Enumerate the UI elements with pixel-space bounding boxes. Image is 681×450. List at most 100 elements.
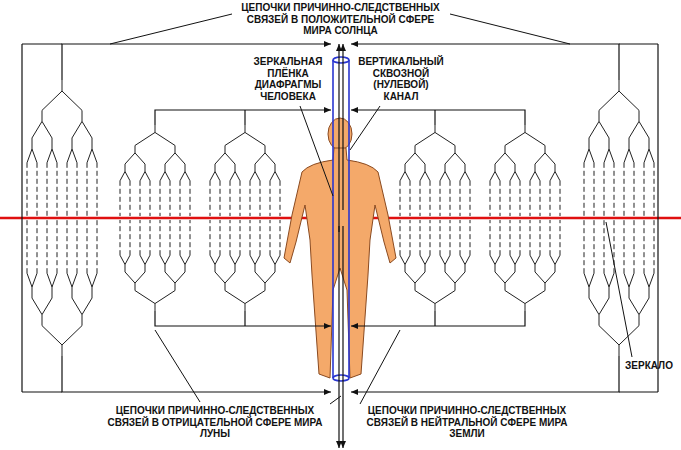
chain-stroke (589, 287, 590, 298)
chain-stroke (589, 298, 599, 315)
chain-stroke (644, 220, 645, 273)
chain-stroke (280, 181, 281, 216)
chain-stroke (535, 255, 540, 264)
chain-stroke (210, 181, 211, 216)
chain-stroke (490, 172, 495, 181)
chain-stroke (140, 220, 141, 255)
chain-stroke (32, 138, 33, 149)
chain-stroke (42, 326, 62, 345)
chain-stroke (175, 153, 185, 164)
chain-stroke (589, 273, 594, 287)
chain-stroke (495, 255, 500, 264)
chain-stroke (155, 291, 175, 304)
chain-stroke (140, 255, 145, 264)
chain-stroke (275, 164, 276, 171)
chain-stroke (220, 220, 221, 255)
mirror-label: ЗЕРКАЛО (621, 360, 677, 372)
chain-stroke (250, 181, 251, 216)
chain-stroke (92, 287, 93, 298)
chain-stroke (609, 149, 614, 163)
chain-stroke (525, 304, 526, 311)
chain-stroke (405, 172, 410, 181)
chain-stroke (135, 291, 155, 304)
chain-stroke (624, 163, 625, 216)
chain-stroke (420, 181, 421, 216)
chain-stroke (550, 255, 555, 264)
chain-stroke (180, 255, 185, 264)
chain-stroke (510, 172, 515, 181)
chain-stroke (530, 255, 535, 264)
chain-stroke (584, 220, 585, 273)
chain-stroke (145, 172, 150, 181)
chain-stroke (495, 272, 505, 283)
chain-stroke (245, 291, 265, 304)
chain-stroke (32, 298, 42, 315)
chain-stroke (599, 121, 609, 138)
chain-stroke (505, 291, 525, 304)
chain-stroke (440, 255, 445, 264)
chain-stroke (82, 110, 83, 121)
chain-stroke (505, 272, 515, 283)
chain-stroke (150, 181, 151, 216)
chain-stroke (400, 220, 401, 255)
chain-stroke (455, 145, 456, 152)
chain-stroke (72, 287, 73, 298)
chain-stroke (440, 220, 441, 255)
chain-stroke (27, 163, 28, 216)
chain-stroke (470, 220, 471, 255)
chain-stroke (550, 181, 551, 216)
chain-stroke (275, 265, 276, 272)
chain-stroke (520, 181, 521, 216)
chain-stroke (445, 172, 450, 181)
chain-stroke (210, 172, 215, 181)
chain-stroke (120, 181, 121, 216)
chain-stroke (77, 163, 78, 216)
chain-stroke (540, 220, 541, 255)
chain-stroke (599, 110, 600, 121)
chain-stroke (405, 255, 410, 264)
chain-stroke (215, 255, 220, 264)
chain-stroke (629, 138, 630, 149)
chain-earth-label: ЦЕПОЧКИ ПРИЧИННО-СЛЕДСТВЕННЫХ СВЯЗЕЙ В Н… (358, 405, 576, 440)
chain-stroke (465, 172, 470, 181)
chain-stroke (420, 255, 425, 264)
chain-stroke (145, 164, 146, 171)
chain-stroke (460, 181, 461, 216)
chain-stroke (604, 163, 605, 216)
chain-stroke (644, 163, 645, 216)
chain-stroke (135, 283, 136, 290)
chain-stroke (165, 255, 170, 264)
chain-stroke (450, 220, 451, 255)
chain-stroke (240, 181, 241, 216)
chain-stroke (515, 172, 520, 181)
chain-stroke (495, 153, 505, 164)
chain-stroke (545, 145, 546, 152)
chain-stroke (72, 149, 77, 163)
chain-stroke (649, 287, 650, 298)
chain-stroke (599, 91, 619, 110)
chain-stroke (405, 164, 406, 171)
chain-stroke (57, 220, 58, 273)
chain-stroke (235, 172, 240, 181)
chain-stroke (125, 265, 126, 272)
chain-stroke (410, 220, 411, 255)
chain-stroke (120, 255, 125, 264)
chain-stroke (255, 172, 260, 181)
chain-stroke (460, 255, 465, 264)
chain-stroke (160, 220, 161, 255)
chain-stroke (37, 220, 38, 273)
chain-stroke (67, 163, 68, 216)
chain-moon-label: ЦЕПОЧКИ ПРИЧИННО-СЛЕДСТВЕННЫХ СВЯЗЕЙ В О… (106, 405, 324, 440)
chain-stroke (604, 149, 609, 163)
chain-stroke (260, 220, 261, 255)
chain-stroke (510, 255, 515, 264)
chain-stroke (87, 163, 88, 216)
leader-lines (110, 14, 632, 404)
chain-stroke (425, 255, 430, 264)
chain-stroke (250, 220, 251, 255)
chain-stroke (42, 121, 52, 138)
chain-stroke (150, 220, 151, 255)
chain-stroke (185, 255, 190, 264)
chain-stroke (220, 181, 221, 216)
chain-stroke (594, 163, 595, 216)
